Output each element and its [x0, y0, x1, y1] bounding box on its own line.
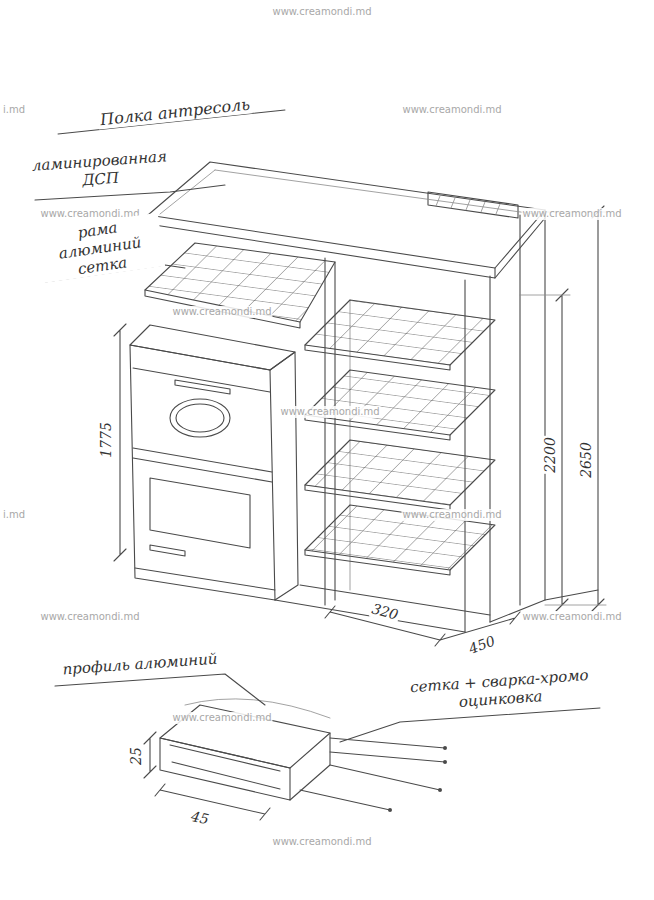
watermark: www.creamondi.md — [171, 306, 272, 318]
sketch-stroke — [520, 210, 545, 605]
sketch-stroke — [160, 170, 535, 214]
sketch-stroke — [520, 212, 606, 605]
mesh-shelves — [145, 243, 495, 575]
sketch-stroke — [150, 545, 185, 556]
sketch-stroke — [443, 746, 447, 750]
sketch-stroke — [388, 808, 392, 812]
material-note: Полка антресоль — [97, 94, 253, 129]
sketch-stroke — [145, 290, 300, 328]
sketch-stroke — [300, 738, 445, 810]
sketch-stroke — [130, 345, 275, 600]
sketch-stroke — [160, 705, 330, 768]
sketch-stroke — [438, 788, 442, 792]
sketch-stroke — [428, 192, 518, 218]
sketch-stroke — [155, 784, 270, 820]
dimension: 450 — [466, 632, 499, 658]
watermark: www.creamondi.md — [521, 208, 622, 220]
sketch-stroke — [130, 325, 295, 370]
sketch-stroke — [144, 732, 156, 778]
sketch-stroke — [443, 760, 447, 764]
dimension: 25 — [128, 746, 145, 766]
sketch-stroke — [170, 399, 230, 437]
watermark: www.creamondi.md — [271, 836, 372, 848]
dimension: 2200 — [542, 436, 559, 474]
watermark: www.creamondi.md — [521, 611, 622, 623]
watermark: www.creamondi.md — [401, 509, 502, 521]
dimension: 1775 — [98, 421, 115, 459]
dimension: 45 — [189, 808, 212, 829]
watermark: www.creamondi.md — [271, 6, 372, 18]
sketch-stroke — [275, 585, 598, 632]
watermark: www.creamondi.md — [401, 104, 502, 116]
material-note: рама алюминий сетка — [35, 213, 165, 284]
sketch-stroke — [145, 243, 335, 322]
sketch-stroke — [176, 404, 224, 432]
sketch-stroke — [175, 380, 230, 394]
material-note: ламинированная ДСП — [27, 147, 173, 193]
sketch-stroke — [305, 550, 450, 575]
watermark: i.md — [2, 104, 26, 116]
sketch-stroke — [160, 738, 290, 800]
dimension: 2650 — [578, 441, 595, 479]
profile-detail — [144, 699, 447, 820]
sketch-stroke — [305, 370, 495, 435]
sketch-stroke — [133, 448, 272, 482]
watermark: www.creamondi.md — [279, 406, 380, 418]
sketch-stroke — [114, 324, 126, 561]
watermark: www.creamondi.md — [39, 611, 140, 623]
sketch-stroke — [133, 368, 270, 392]
sketch-stroke — [305, 300, 495, 365]
sketch-stroke — [55, 674, 265, 705]
sketch-stroke — [305, 440, 495, 505]
dimension-lines — [114, 206, 606, 646]
material-note: сетка + сварка-хромо оцинковка — [397, 665, 603, 715]
sketch-stroke — [592, 206, 604, 611]
sketch-stroke — [290, 733, 330, 800]
watermark: i.md — [2, 509, 26, 521]
washer-dryer — [130, 325, 298, 600]
sketch-stroke — [150, 478, 250, 548]
sketch-stroke — [340, 708, 600, 742]
sketch-stroke — [270, 352, 298, 600]
dimension: 320 — [369, 600, 401, 624]
sketch-stroke — [135, 568, 275, 590]
leader-lines — [35, 110, 600, 742]
watermark: www.creamondi.md — [171, 712, 272, 724]
material-note: профиль алюминий — [60, 649, 220, 678]
sketch-stroke — [305, 485, 450, 510]
sketch-stroke — [305, 345, 450, 370]
sketch-stroke — [305, 415, 450, 440]
sketch-stroke — [170, 745, 280, 789]
